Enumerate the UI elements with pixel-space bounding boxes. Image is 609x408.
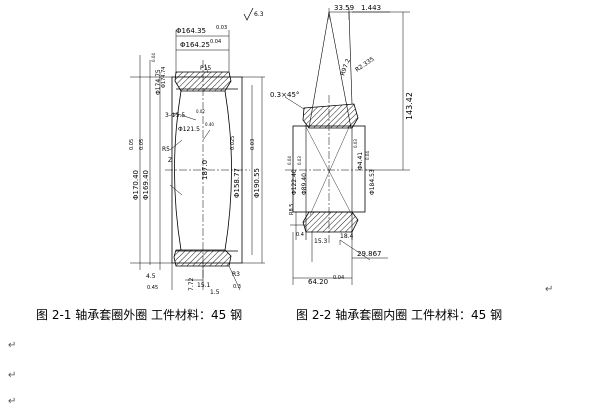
outer-left-4-tol: 0.05 bbox=[139, 139, 145, 150]
inner-dia-3-tol: 0.03 bbox=[353, 139, 358, 148]
inner-top-2: 1.443 bbox=[361, 4, 381, 12]
outer-z-label: Z bbox=[168, 157, 172, 164]
outer-dim-top-1: Φ164.35 bbox=[176, 27, 206, 35]
inner-dia-4: Φ184.53 bbox=[369, 169, 376, 195]
inner-dia-4-tol: 0.04 bbox=[365, 151, 370, 160]
inner-ring-labels: 33.59 1.443 0.3×45° R97.2 R2.335 143.42 … bbox=[270, 4, 414, 286]
outer-bore-1-tol: 0.025 bbox=[230, 136, 236, 150]
outer-holes: 3-Φ5.5 bbox=[165, 112, 185, 119]
outer-p15: P15 bbox=[200, 65, 211, 72]
inner-radius-1: R97.2 bbox=[339, 58, 352, 77]
paragraph-mark-1: ↵ bbox=[545, 284, 554, 295]
inner-ring-bottom-section bbox=[302, 211, 359, 233]
outer-center-tol: 0.40 bbox=[205, 122, 214, 127]
outer-r-label: R5 bbox=[162, 146, 170, 153]
outer-bottom-6: R3 bbox=[232, 271, 240, 278]
outer-bottom-3: 7.72 bbox=[188, 277, 195, 291]
paragraph-mark-3: ↵ bbox=[8, 370, 17, 381]
outer-ring-drawing bbox=[130, 30, 265, 291]
outer-bottom-5: 1.5 bbox=[210, 289, 220, 296]
inner-small-2: 0.4 bbox=[296, 232, 304, 238]
outer-bore-1: Φ158.77 bbox=[233, 168, 241, 198]
roughness-symbol bbox=[243, 7, 254, 21]
outer-center-label: 187.0 bbox=[201, 160, 209, 180]
outer-dim-top-2: Φ164.25 bbox=[180, 41, 210, 49]
caption-figure-2-1: 图 2-1 轴承套圈外圈 工件材料：45 钢 bbox=[36, 308, 243, 322]
inner-dia-3: Φ4.41 bbox=[357, 152, 364, 170]
inner-bottom-dim: 64.20 bbox=[308, 278, 328, 286]
outer-dim-top-1-tol: 0.03 bbox=[216, 25, 227, 31]
inner-right-dim: 29.867 bbox=[357, 250, 382, 258]
outer-holes-tol: 0.02 bbox=[196, 109, 205, 114]
outer-center-dim: Φ121.5 bbox=[178, 126, 200, 133]
outer-left-1: Φ174.75 bbox=[155, 69, 162, 95]
inner-dia-2-tol: 0.03 bbox=[297, 156, 302, 165]
inner-angle-1: 0.3×45° bbox=[270, 91, 299, 99]
inner-radius-2: R2.335 bbox=[354, 56, 376, 74]
paragraph-mark-4: ↵ bbox=[8, 396, 17, 407]
inner-ring-drawing bbox=[284, 8, 410, 285]
inner-small-1: R8.5 bbox=[289, 204, 295, 215]
outer-left-3-tol: 0.05 bbox=[129, 139, 135, 150]
inner-dia-1-tol: 0.04 bbox=[287, 156, 292, 165]
inner-dia-1: Φ122.40 bbox=[291, 169, 298, 195]
inner-bottom-tol: 0.04 bbox=[333, 275, 344, 281]
outer-bore-2: Φ190.55 bbox=[253, 168, 261, 198]
outer-bottom-4: 15.1 bbox=[197, 282, 211, 289]
inner-height: 143.42 bbox=[405, 92, 414, 120]
inner-dia-2: Φ89.40 bbox=[301, 173, 308, 195]
inner-top-1: 33.59 bbox=[334, 4, 354, 12]
outer-roughness: 6.3 bbox=[254, 11, 264, 18]
inner-small-4: 18.4 bbox=[340, 233, 354, 240]
outer-left-2: Φ174.74 bbox=[161, 67, 167, 88]
caption-figure-2-2: 图 2-2 轴承套圈内圈 工件材料：45 钢 bbox=[296, 308, 503, 322]
outer-bottom-1: 4.5 bbox=[146, 273, 156, 280]
outer-bottom-2: 0.45 bbox=[147, 285, 158, 291]
outer-left-4: Φ169.40 bbox=[142, 170, 150, 200]
inner-small-3: 15.3 bbox=[314, 238, 328, 245]
paragraph-mark-2: ↵ bbox=[8, 340, 17, 351]
inner-ring-top-section bbox=[302, 103, 359, 129]
outer-bottom-7: 0.3 bbox=[233, 284, 241, 290]
outer-ring-bottom-section bbox=[173, 249, 232, 267]
outer-dim-top-2-tol: 0.04 bbox=[210, 39, 221, 45]
outer-bore-2-tol: 0.03 bbox=[250, 139, 256, 150]
outer-ring-labels: Φ164.35 0.03 Φ164.25 0.04 6.3 P15 3-Φ5.5… bbox=[129, 11, 264, 296]
outer-left-3: Φ170.40 bbox=[132, 170, 140, 200]
outer-left-1-tol: 0.04 bbox=[151, 53, 156, 62]
